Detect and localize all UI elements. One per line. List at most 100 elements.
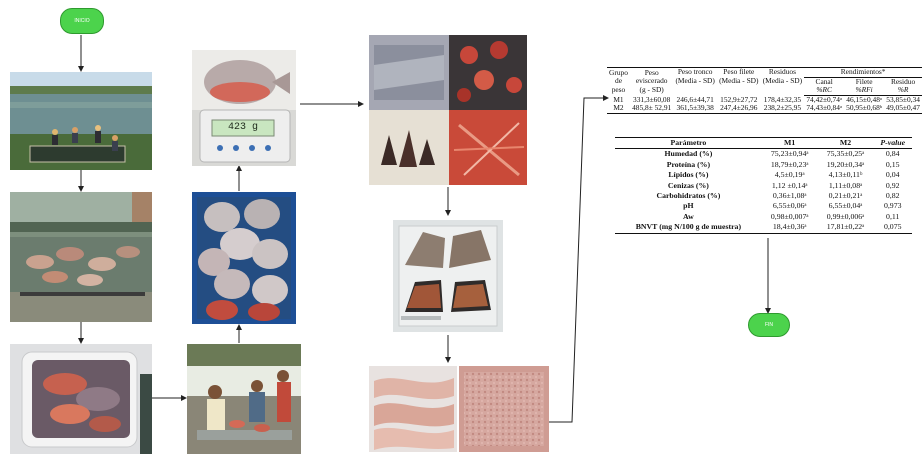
holding-tank-photo	[10, 192, 152, 322]
col-pvalue: P-value	[873, 136, 912, 150]
cell-m2: 1,11±0,08ᵃ	[828, 180, 863, 190]
cell-m2: 6,55±0,04ᵃ	[828, 201, 863, 211]
cell-canal: 74,42±0,74ᵃ	[806, 94, 842, 104]
minced-meat-photo	[369, 366, 549, 452]
cell-param: Lípidos (%)	[668, 170, 709, 180]
cell-residuo: 53,85±0,34	[886, 94, 920, 104]
yields-group-header: Rendimientos*	[804, 67, 922, 78]
cell-residuo: 49,05±0,47	[884, 104, 922, 114]
cell-pvalue: 0,92	[885, 180, 900, 190]
cell-m1: 0,98±0,007ᵃ	[770, 211, 809, 221]
fillet-h2: (Media - SD)	[719, 75, 759, 85]
col-residuo-unit: %R	[884, 85, 922, 96]
col-eviscerated: Peso eviscerado (g - SD)	[629, 67, 674, 96]
col-canal: Canal	[815, 76, 833, 86]
col-m1: M1	[761, 136, 818, 150]
cell-pvalue: 0,04	[885, 170, 900, 180]
cell-pvalue: 0,973	[883, 201, 902, 211]
cell-filete: 50,95±0,68ᵇ	[844, 104, 885, 114]
cell-m2: 0,21±0,21ᵃ	[828, 191, 863, 201]
cell-m1: 0,36±1,08ᵃ	[772, 191, 807, 201]
col-canal-unit: %RC	[804, 85, 845, 96]
col-m2: M2	[817, 136, 874, 150]
fish-crate-photo	[192, 192, 296, 324]
cell-eviscerated: 331,3±60,08	[633, 94, 671, 104]
evisc-h2: eviscerado	[635, 76, 668, 86]
cell-param: Proteína (%)	[666, 159, 711, 169]
col-fillet: Peso filete (Media - SD)	[716, 67, 761, 96]
cell-residues: 178,4±32,35	[763, 94, 802, 104]
group-h1: Grupo	[609, 67, 628, 77]
cell-pvalue: 0,075	[873, 222, 912, 234]
fillets-photo	[393, 220, 503, 332]
cell-param: pH	[683, 201, 694, 211]
cell-m1: 75,23±0,94ᵃ	[770, 149, 809, 159]
table-row: M2 485,8± 52,91 361,5±39,38 247,4±26,96 …	[607, 104, 922, 114]
cell-group: M2	[607, 104, 630, 114]
cell-m2: 75,35±0,25ᵃ	[826, 149, 865, 159]
cell-m1: 4,5±0,19ᵃ	[774, 170, 805, 180]
arrow-minced-to-tables	[548, 95, 609, 423]
cell-param: Carbohidratos (%)	[656, 191, 721, 201]
col-group: Grupo de peso	[607, 67, 630, 96]
cell-pvalue: 0,11	[886, 211, 900, 221]
cell-m1: 18,79±0,23ᵃ	[770, 159, 809, 169]
cell-filete: 46,15±0,48ᵃ	[846, 94, 882, 104]
cooler-fish-photo	[10, 344, 152, 454]
yield-table: Grupo de peso Peso eviscerado (g - SD) P…	[607, 67, 922, 114]
cell-m1: 1,12 ±0,14ᵃ	[771, 180, 808, 190]
start-terminal: INICIO	[60, 8, 104, 34]
cell-param: BNVT (mg N/100 g de muestra)	[615, 222, 762, 234]
col-residuo: Residuo	[890, 76, 916, 86]
cell-m2: 19,20±0,34ᵃ	[826, 159, 865, 169]
fillet-h1: Peso filete	[723, 67, 755, 76]
evisc-h3: (g - SD)	[639, 84, 664, 94]
residues-h2: (Media - SD)	[762, 75, 803, 85]
table-row: Proteína (%) 18,79±0,23ᵃ 19,20±0,34ᵃ 0,15	[615, 160, 912, 170]
end-label: FIN	[764, 322, 774, 328]
composition-table: Parámetro M1 M2 P-value Humedad (%) 75,23…	[615, 136, 912, 234]
cell-residues: 238,2±25,95	[760, 104, 805, 114]
group-h2: de	[615, 76, 622, 86]
cell-m1: 18,4±0,36ᵃ	[761, 222, 818, 234]
col-filete-unit: %RFi	[844, 85, 885, 96]
table-row: Cenizas (%) 1,12 ±0,14ᵃ 1,11±0,08ᵃ 0,92	[615, 181, 912, 191]
cell-eviscerated: 485,8± 52,91	[629, 104, 674, 114]
cell-param: Humedad (%)	[664, 149, 713, 159]
cell-trunk: 246,6±44,71	[676, 94, 714, 104]
cell-pvalue: 0,82	[885, 191, 900, 201]
residues-collage-photo	[369, 35, 527, 185]
col-residues: Residuos (Media - SD)	[760, 67, 805, 96]
cell-fillet: 247,4±26,96	[716, 104, 761, 114]
table-row: M1 331,3±60,08 246,6±44,71 152,9±27,72 1…	[607, 95, 922, 104]
trunk-h2: (Media - SD)	[675, 75, 715, 85]
end-terminal: FIN	[748, 313, 790, 337]
weighing-scale-photo: 423 g	[192, 50, 296, 166]
cell-pvalue: 0,15	[885, 159, 900, 169]
cell-m1: 6,55±0,06ᵃ	[772, 201, 807, 211]
pond-harvest-photo	[10, 72, 152, 170]
residues-h1: Residuos	[768, 67, 796, 76]
table-row: Humedad (%) 75,23±0,94ᵃ 75,35±0,25ᵃ 0,84	[615, 149, 912, 160]
table-row: Aw 0,98±0,007ᵃ 0,99±0,006ᵃ 0,11	[615, 212, 912, 222]
processing-workers-photo	[187, 344, 301, 454]
cell-m2: 0,99±0,006ᵃ	[826, 211, 865, 221]
cell-trunk: 361,5±39,38	[673, 104, 717, 114]
group-h3: peso	[611, 84, 626, 94]
evisc-h1: Peso	[644, 67, 659, 77]
table-row: Carbohidratos (%) 0,36±1,08ᵃ 0,21±0,21ᵃ 0,8…	[615, 191, 912, 201]
scale-display: 423 g	[227, 122, 258, 133]
cell-group: M1	[613, 94, 624, 104]
table-row: pH 6,55±0,06ᵃ 6,55±0,04ᵃ 0,973	[615, 201, 912, 211]
col-param: Parámetro	[615, 136, 762, 150]
cell-pvalue: 0,84	[885, 149, 900, 159]
cell-canal: 74,43±0,84ᵃ	[804, 104, 845, 114]
cell-param: Cenizas (%)	[667, 180, 709, 190]
col-filete: Filete	[855, 76, 873, 86]
cell-param: Aw	[683, 211, 694, 221]
trunk-h1: Peso tronco	[677, 67, 713, 76]
start-label: INICIO	[74, 18, 90, 24]
